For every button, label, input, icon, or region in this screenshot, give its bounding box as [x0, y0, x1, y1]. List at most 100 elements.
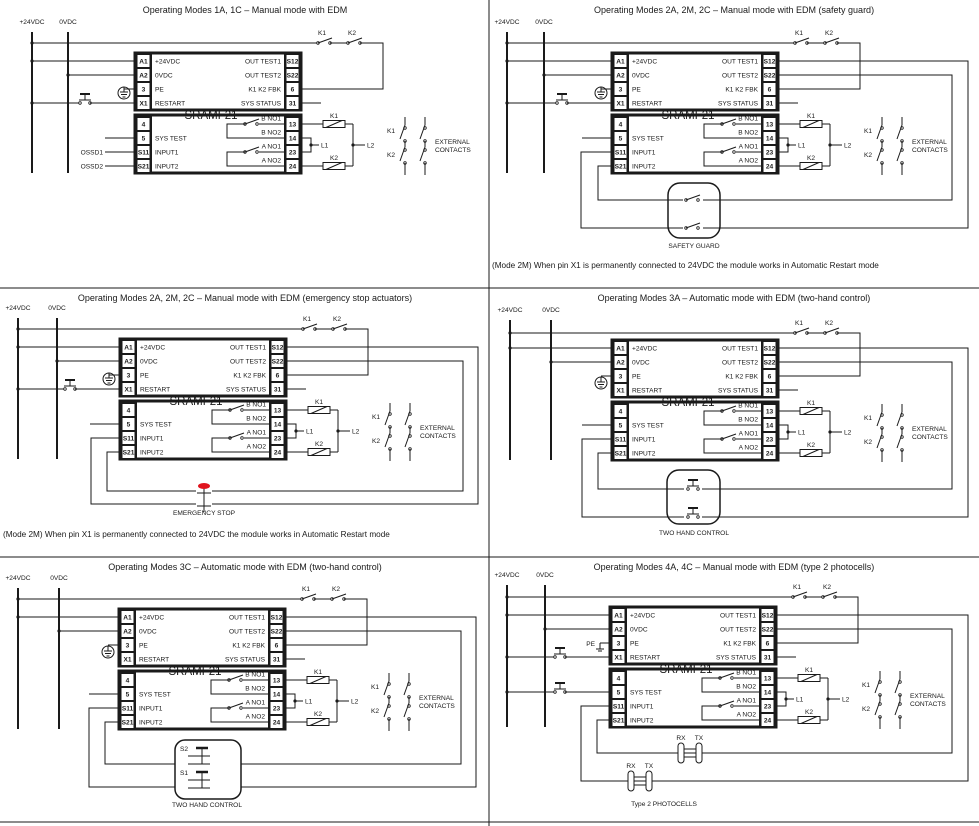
- blade: [876, 411, 883, 427]
- pin-number: 3: [619, 87, 623, 94]
- coil-slash: [310, 448, 328, 456]
- pin-number: X1: [616, 388, 624, 395]
- contact-blade: [685, 194, 701, 201]
- contact-blade: [317, 37, 333, 44]
- rail-label-24vdc: +24VDC: [5, 575, 30, 582]
- contact-icon: [821, 591, 838, 599]
- pin-cell: [614, 83, 627, 95]
- contact-icon: [720, 433, 737, 441]
- pin-label: K1 K2 FBK: [232, 643, 265, 650]
- pin-number: 14: [764, 690, 772, 697]
- pin-number: 3: [619, 374, 623, 381]
- pin-cell: [286, 146, 299, 158]
- pin-cell: [137, 69, 150, 81]
- l1-label: L1: [798, 143, 806, 150]
- pin-label: K1 K2 FBK: [723, 641, 756, 648]
- coil-label-k2: K2: [314, 711, 322, 718]
- pin-label: OUT TEST1: [722, 59, 758, 66]
- pin-number: S21: [138, 164, 150, 171]
- pin-column: [612, 340, 629, 397]
- coil-label-k2: K2: [805, 709, 813, 716]
- pin-number: 14: [289, 136, 297, 143]
- pushbutton-icon: [686, 507, 700, 519]
- l1-label: L1: [321, 143, 329, 150]
- pin-cell: [270, 611, 283, 623]
- pin-cell: [763, 118, 776, 130]
- panel-title: Operating Modes 2A, 2M, 2C – Manual mode…: [594, 5, 874, 15]
- contact-icon: [793, 327, 810, 335]
- pin-number: X1: [124, 387, 132, 394]
- module-name: SRAMF21: [661, 397, 714, 409]
- contact-icon: [684, 222, 701, 230]
- rail-label-0vdc: 0VDC: [535, 19, 553, 26]
- pin-label: INPUT1: [139, 706, 163, 713]
- pin-cell: [763, 97, 776, 109]
- rx-label: RX: [626, 763, 636, 770]
- pin-label: SYS TEST: [632, 423, 664, 430]
- pin-cell: [271, 369, 284, 381]
- blade: [876, 124, 883, 140]
- pin-label: +24VDC: [632, 346, 657, 353]
- contact-blade: [302, 323, 318, 330]
- pin-label: OUT TEST2: [230, 359, 266, 366]
- pin-cell: [763, 83, 776, 95]
- pin-cell: [270, 702, 283, 714]
- pin-cell: [122, 404, 135, 416]
- coil-label-k1: K1: [315, 399, 323, 406]
- pin-cell: [761, 609, 774, 621]
- pin-cell: [763, 160, 776, 172]
- pin-number: A2: [616, 73, 625, 80]
- k1-label: K1: [793, 584, 801, 591]
- external-label: CONTACTS: [420, 433, 456, 440]
- terminal-circle: [239, 706, 243, 710]
- pin-number: X1: [614, 655, 622, 662]
- pin-label: 0VDC: [139, 629, 157, 636]
- contact-blade: [824, 327, 840, 334]
- contact-icon: [228, 404, 245, 412]
- pin-number: S11: [122, 706, 134, 713]
- coil-slash: [309, 676, 327, 684]
- l2-label: L2: [842, 697, 850, 704]
- pin-cell: [614, 146, 627, 158]
- tx-label: TX: [645, 763, 654, 770]
- pin-cell: [122, 355, 135, 367]
- pin-cell: [137, 160, 150, 172]
- feedback-wire: [778, 332, 861, 377]
- contact-blade: [685, 222, 701, 229]
- terminal-circle: [255, 122, 259, 126]
- contact-blade: [794, 327, 810, 334]
- pin-number: A1: [614, 613, 623, 620]
- contact-blade: [332, 323, 348, 330]
- two-hand-label: TWO HAND CONTROL: [172, 802, 242, 809]
- pin-label: +24VDC: [140, 345, 165, 352]
- pin-number: S22: [287, 73, 299, 80]
- terminal-circle: [732, 122, 736, 126]
- pin-cell: [121, 653, 134, 665]
- emergency-stop-label: EMERGENCY STOP: [173, 510, 236, 517]
- blade: [896, 411, 903, 427]
- pin-number: 31: [766, 388, 774, 395]
- pin-column: [120, 339, 137, 396]
- external-label: EXTERNAL: [912, 426, 947, 433]
- s2-label: S2: [180, 746, 188, 753]
- module-name: SRAMF21: [659, 664, 712, 676]
- ground-icon: [594, 86, 608, 100]
- blade: [399, 124, 406, 140]
- pin-number: 24: [274, 450, 282, 457]
- pin-label: SYS TEST: [139, 692, 171, 699]
- contact-blade: [347, 37, 363, 44]
- blade: [384, 410, 391, 426]
- pin-label: SYS STATUS: [718, 388, 759, 395]
- module-name: SRAMF21: [661, 110, 714, 122]
- contact-blade: [331, 593, 347, 600]
- k1-label: K1: [795, 320, 803, 327]
- pin-label: 0VDC: [632, 73, 650, 80]
- pin-cell: [763, 146, 776, 158]
- pin-column: [610, 607, 627, 664]
- wire: [210, 707, 268, 723]
- contact-icon: [684, 194, 701, 202]
